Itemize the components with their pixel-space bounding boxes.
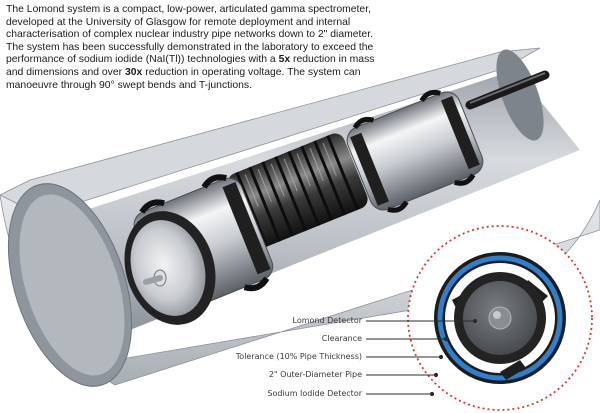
callout-clearance: Clearance xyxy=(321,334,362,343)
mass-reduction-value: 5x xyxy=(278,54,291,66)
callout-tolerance: Tolerance (10% Pipe Thickness) xyxy=(235,352,362,361)
callout-leaders xyxy=(366,318,478,397)
rear-detector-module xyxy=(346,89,484,213)
system-description: The Lomond system is a compact, low-powe… xyxy=(6,4,375,91)
callout-sodium-iodide-detector: Sodium Iodide Detector xyxy=(267,389,362,398)
detector-front-face xyxy=(124,211,216,325)
rear-connector xyxy=(465,70,550,110)
voltage-reduction-value: 30x xyxy=(125,66,143,78)
callout-pipe-diameter: 2" Outer-Diameter Pipe xyxy=(268,370,362,379)
articulated-bellows xyxy=(227,133,368,249)
callout-lomond-detector: Lomond Detector xyxy=(292,316,362,325)
pipe-ring xyxy=(437,255,563,381)
pipe-cross-section-inset xyxy=(407,225,593,411)
